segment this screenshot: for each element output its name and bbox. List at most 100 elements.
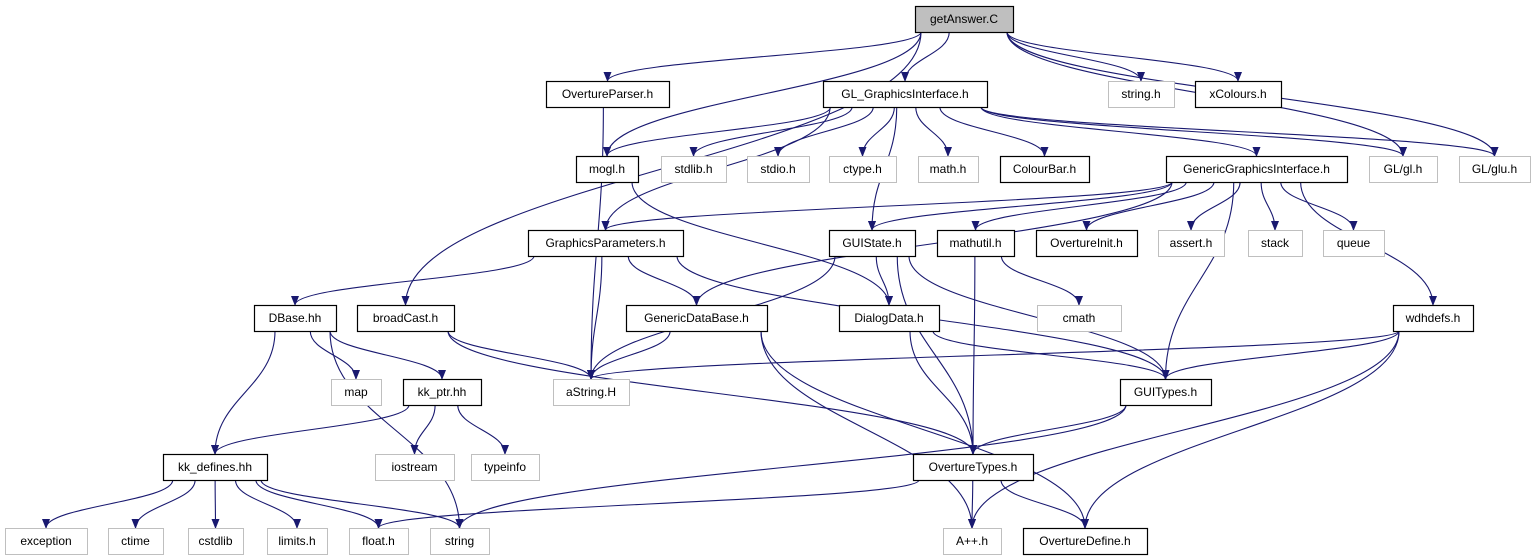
edge-getanswer-to-mogl <box>603 31 922 157</box>
edge-ggi-to-overtureinit <box>1082 181 1215 231</box>
node-box <box>1108 81 1175 108</box>
node-label: DBase.hh <box>269 311 322 325</box>
node-box <box>253 304 338 333</box>
node-label: OvertureParser.h <box>562 87 653 101</box>
node-label: GenericGraphicsInterface.h <box>1183 162 1330 176</box>
node-box <box>1194 80 1283 109</box>
edge-glgi-to-ctype_h <box>858 106 895 157</box>
edge-gp-to-dbase <box>291 255 535 306</box>
node-label: A++.h <box>956 534 988 548</box>
node-label: exception <box>20 534 71 548</box>
node-box <box>471 454 540 481</box>
edge-kk_defines-to-float_h <box>255 479 383 529</box>
edge-kk_defines-to-exception <box>42 479 174 529</box>
edge-overturetypes-to-overturedefine <box>1000 479 1089 529</box>
edge-mogl-to-dialogdata <box>631 181 893 306</box>
node-overtureparser[interactable]: OvertureParser.h <box>545 80 671 109</box>
node-cmath: cmath <box>1037 305 1122 332</box>
node-gl-gl: GL/gl.h <box>1369 156 1438 183</box>
edge-ggi-to-queue <box>1280 181 1358 231</box>
edge-wdhdefs-to-app <box>968 330 1400 529</box>
node-box <box>838 304 941 333</box>
node-overturedefine[interactable]: OvertureDefine.h <box>1022 527 1149 556</box>
edges-layer <box>42 31 1499 529</box>
edge-guitypes-to-string <box>455 404 1127 529</box>
node-kk-ptr[interactable]: kk_ptr.hh <box>402 378 483 407</box>
node-gl-glu: GL/glu.h <box>1459 156 1531 183</box>
node-label: xColours.h <box>1209 87 1266 101</box>
edge-getanswer-to-string_h <box>1006 31 1145 82</box>
node-guistate[interactable]: GUIState.h <box>828 229 917 258</box>
node-label: math.h <box>930 162 967 176</box>
node-dbase[interactable]: DBase.hh <box>253 304 338 333</box>
edge-wdhdefs-to-overturedefine <box>1081 330 1400 529</box>
node-box <box>188 528 244 555</box>
node-colourbar[interactable]: ColourBar.h <box>999 155 1091 184</box>
node-xcolours[interactable]: xColours.h <box>1194 80 1283 109</box>
edge-broadcast-to-astring <box>447 330 595 380</box>
edge-ggi-to-guistate <box>868 181 1173 231</box>
node-box <box>267 528 328 555</box>
node-box <box>828 229 917 258</box>
edge-getanswer-to-overtureparser <box>603 31 922 82</box>
edge-gdb-to-overturedefine <box>760 330 1089 529</box>
edge-kk_ptr-to-typeinfo <box>457 404 509 455</box>
edge-kk_ptr-to-iostream <box>410 404 436 455</box>
node-stdlib-h: stdlib.h <box>661 156 727 183</box>
node-label: stack <box>1261 236 1290 250</box>
node-overturetypes[interactable]: OvertureTypes.h <box>912 453 1035 482</box>
node-getanswer: getAnswer.C <box>914 5 1015 34</box>
node-label: OvertureInit.h <box>1050 236 1123 250</box>
node-box <box>943 528 1002 555</box>
node-box <box>356 304 456 333</box>
node-wdhdefs[interactable]: wdhdefs.h <box>1392 304 1475 333</box>
node-ctype-h: ctype.h <box>829 156 897 183</box>
node-box <box>527 229 685 258</box>
node-box <box>1035 229 1139 258</box>
node-label: iostream <box>391 460 437 474</box>
node-label: float.h <box>362 534 395 548</box>
node-exception: exception <box>5 528 88 555</box>
node-box <box>661 156 727 183</box>
node-label: mathutil.h <box>949 236 1001 250</box>
edge-ggi-to-stack <box>1260 181 1279 231</box>
node-ggi[interactable]: GenericGraphicsInterface.h <box>1165 155 1349 184</box>
node-guitypes[interactable]: GUITypes.h <box>1119 378 1213 407</box>
node-app: A++.h <box>943 528 1002 555</box>
node-box <box>545 80 671 109</box>
node-mogl[interactable]: mogl.h <box>575 155 640 184</box>
node-glgi[interactable]: GL_GraphicsInterface.h <box>822 80 989 109</box>
node-label: assert.h <box>1170 236 1213 250</box>
node-string: string <box>430 528 490 555</box>
node-gdb[interactable]: GenericDataBase.h <box>625 304 769 333</box>
edge-ggi-to-assert_h <box>1187 181 1241 231</box>
node-overtureinit[interactable]: OvertureInit.h <box>1035 229 1139 258</box>
edge-gp-to-astring <box>587 255 603 380</box>
node-label: wdhdefs.h <box>1405 311 1461 325</box>
node-broadcast[interactable]: broadCast.h <box>356 304 456 333</box>
edge-ggi-to-gdb <box>692 181 1173 306</box>
node-cstdlib: cstdlib <box>188 528 244 555</box>
edge-kk_defines-to-ctime <box>131 479 196 529</box>
node-label: ctype.h <box>843 162 882 176</box>
node-queue: queue <box>1323 230 1385 257</box>
edge-glgi-to-math_h <box>915 106 952 157</box>
node-gp[interactable]: GraphicsParameters.h <box>527 229 685 258</box>
node-box <box>1459 156 1531 183</box>
node-label: kk_ptr.hh <box>418 385 467 399</box>
node-label: limits.h <box>278 534 315 548</box>
node-box <box>912 453 1035 482</box>
node-mathutil[interactable]: mathutil.h <box>936 229 1016 258</box>
node-label: kk_defines.hh <box>178 460 252 474</box>
node-box <box>1248 230 1303 257</box>
node-box <box>1158 230 1225 257</box>
edge-getanswer-to-glgi <box>901 31 950 82</box>
node-label: broadCast.h <box>373 311 438 325</box>
node-box <box>625 304 769 333</box>
node-kk-defines[interactable]: kk_defines.hh <box>162 453 269 482</box>
node-label: mogl.h <box>589 162 625 176</box>
node-dialogdata[interactable]: DialogData.h <box>838 304 941 333</box>
node-label: GUIState.h <box>842 236 901 250</box>
node-box <box>575 155 640 184</box>
edge-mathutil-to-cmath <box>1000 255 1083 306</box>
